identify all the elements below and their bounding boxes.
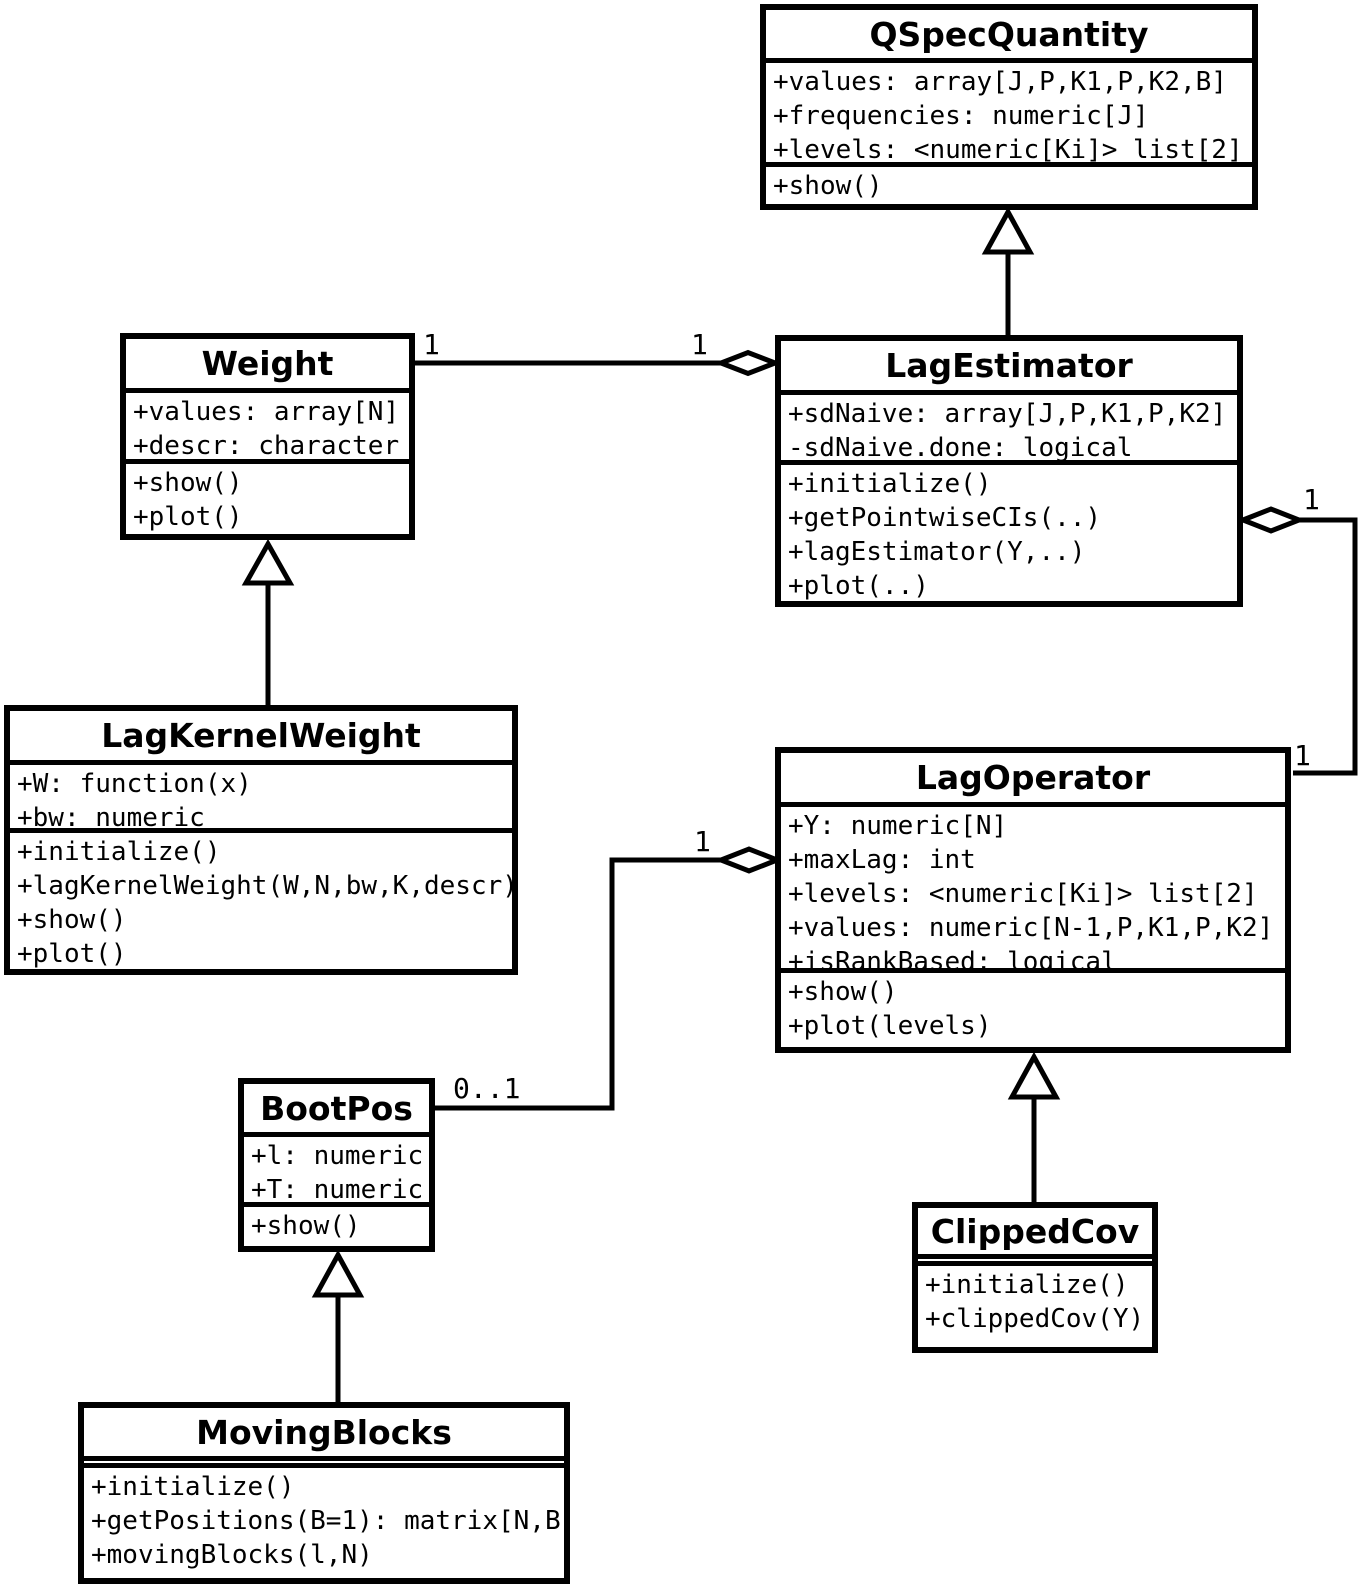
class-title: BootPos bbox=[260, 1088, 413, 1128]
class-methods-section: +show() +plot() bbox=[126, 459, 409, 534]
class-attributes-section: +W: function(x) +bw: numeric bbox=[10, 760, 512, 828]
multiplicity-label-bootpos-end: 0..1 bbox=[453, 1072, 521, 1105]
class-method: +show() bbox=[133, 468, 243, 498]
class-methods-section: +initialize() +clippedCov(Y) bbox=[918, 1261, 1152, 1347]
connector-line-lagoperator-lagestimator bbox=[1293, 517, 1358, 776]
class-attribute: +levels: <numeric[Ki]> list[2] bbox=[788, 879, 1258, 909]
class-title: ClippedCov bbox=[930, 1211, 1140, 1251]
multiplicity-label-lagestimator-left-end: 1 bbox=[691, 328, 708, 361]
class-attribute: +descr: character bbox=[133, 431, 400, 459]
class-box-ClippedCov: ClippedCov +initialize() +clippedCov(Y) bbox=[912, 1202, 1158, 1353]
class-box-Weight: Weight +values: array[N] +descr: character… bbox=[120, 333, 415, 540]
class-title: Weight bbox=[201, 344, 334, 383]
class-method: +plot() bbox=[17, 939, 127, 969]
class-title: LagOperator bbox=[915, 758, 1151, 797]
connector-line-bootpos-lagoperator bbox=[435, 857, 721, 1111]
class-attribute: +values: array[N] bbox=[133, 397, 400, 427]
class-attribute: +sdNaive: array[J,P,K1,P,K2] bbox=[788, 399, 1227, 429]
class-attributes-section: +values: array[J,P,K1,P,K2,B] +frequencie… bbox=[766, 58, 1252, 162]
generalization-arrow-bootpos bbox=[311, 1249, 365, 1298]
aggregation-diamond-lagestimator-left bbox=[714, 349, 782, 377]
multiplicity-label-lagoperator-right-end: 1 bbox=[1294, 739, 1311, 772]
class-method: +plot() bbox=[133, 502, 243, 532]
class-method: +plot(..) bbox=[788, 571, 929, 601]
class-methods-section: +initialize() +lagKernelWeight(W,N,bw,K,d… bbox=[10, 828, 512, 969]
class-attribute: +T: numeric bbox=[251, 1175, 424, 1202]
class-method: +show() bbox=[17, 905, 127, 935]
class-method: +clippedCov(Y) bbox=[925, 1304, 1145, 1334]
class-methods-section: +initialize() +getPositions(B=1): matrix[… bbox=[84, 1463, 564, 1578]
class-method: +initialize() bbox=[91, 1472, 295, 1502]
class-attributes-section: +values: array[N] +descr: character bbox=[126, 388, 409, 459]
class-box-QSpecQuantity: QSpecQuantity+values: array[J,P,K1,P,K2,… bbox=[760, 4, 1258, 210]
class-attribute: +values: numeric[N-1,P,K1,P,K2] bbox=[788, 913, 1274, 943]
generalization-arrow-lagoperator bbox=[1007, 1051, 1061, 1100]
class-method: +initialize() bbox=[788, 469, 992, 499]
class-methods-section: +show() +plot(levels) bbox=[781, 968, 1285, 1047]
class-title: QSpecQuantity bbox=[869, 14, 1149, 54]
class-method: +initialize() bbox=[17, 837, 221, 867]
class-attributes-section bbox=[918, 1254, 1152, 1261]
class-box-LagOperator: LagOperator +Y: numeric[N] +maxLag: int +le… bbox=[775, 747, 1291, 1053]
class-method: +plot(levels) bbox=[788, 1011, 992, 1041]
class-box-LagKernelWeight: LagKernelWeight +W: function(x) +bw: numer… bbox=[4, 705, 518, 975]
class-box-BootPos: BootPos +l: numeric +T: numeric +show() bbox=[238, 1078, 435, 1252]
generalization-arrow-weight bbox=[241, 538, 295, 586]
class-attribute: +values: array[J,P,K1,P,K2,B] bbox=[773, 67, 1227, 97]
class-methods-section: +show() bbox=[244, 1202, 429, 1246]
class-attribute: +maxLag: int bbox=[788, 845, 976, 875]
class-box-LagEstimator: LagEstimator +sdNaive: array[J,P,K1,P,K2]… bbox=[775, 335, 1243, 607]
class-method: +initialize() bbox=[925, 1270, 1129, 1300]
class-attributes-section: +sdNaive: array[J,P,K1,P,K2] -sdNaive.don… bbox=[781, 390, 1237, 460]
class-attributes-section: +Y: numeric[N] +maxLag: int +levels: <nume… bbox=[781, 802, 1285, 968]
class-method: +show() bbox=[251, 1211, 361, 1241]
aggregation-diamond-lagestimator-right bbox=[1236, 506, 1306, 534]
generalization-arrow-qspecquantity bbox=[981, 206, 1035, 255]
multiplicity-label-lagoperator-left-end: 1 bbox=[694, 825, 711, 858]
class-attribute: +l: numeric bbox=[251, 1141, 424, 1171]
class-attribute: +levels: <numeric[Ki]> list[2] bbox=[773, 135, 1243, 162]
class-method: +show() bbox=[788, 977, 898, 1007]
class-method: +movingBlocks(l,N) bbox=[91, 1540, 373, 1570]
class-attribute: +isRankBased: logical bbox=[788, 947, 1117, 968]
class-attribute: +frequencies: numeric[J] bbox=[773, 101, 1149, 131]
class-methods-section: +show() bbox=[766, 162, 1252, 204]
class-title: LagEstimator bbox=[885, 346, 1133, 385]
class-attributes-section bbox=[84, 1456, 564, 1463]
class-method: +getPositions(B=1): matrix[N,B] bbox=[91, 1506, 564, 1536]
class-method: +getPointwiseCIs(..) bbox=[788, 503, 1102, 533]
class-attribute: +bw: numeric bbox=[17, 803, 205, 828]
class-attribute: +W: function(x) bbox=[17, 769, 252, 799]
multiplicity-label-weight-end: 1 bbox=[423, 328, 440, 361]
class-box-MovingBlocks: MovingBlocks +initialize() +getPositions(B… bbox=[78, 1402, 570, 1584]
class-methods-section: +initialize() +getPointwiseCIs(..) +lagEst… bbox=[781, 460, 1237, 601]
class-attributes-section: +l: numeric +T: numeric bbox=[244, 1132, 429, 1202]
class-method: +lagEstimator(Y,..) bbox=[788, 537, 1086, 567]
class-method: +lagKernelWeight(W,N,bw,K,descr) bbox=[17, 871, 512, 901]
class-method: +show() bbox=[773, 171, 883, 201]
class-title: MovingBlocks bbox=[196, 1412, 452, 1452]
class-title: LagKernelWeight bbox=[101, 716, 421, 755]
multiplicity-label-lagestimator-right-end: 1 bbox=[1303, 483, 1320, 516]
aggregation-diamond-lagoperator bbox=[714, 846, 784, 874]
class-attribute: +Y: numeric[N] bbox=[788, 811, 1008, 841]
class-attribute: -sdNaive.done: logical bbox=[788, 433, 1133, 460]
